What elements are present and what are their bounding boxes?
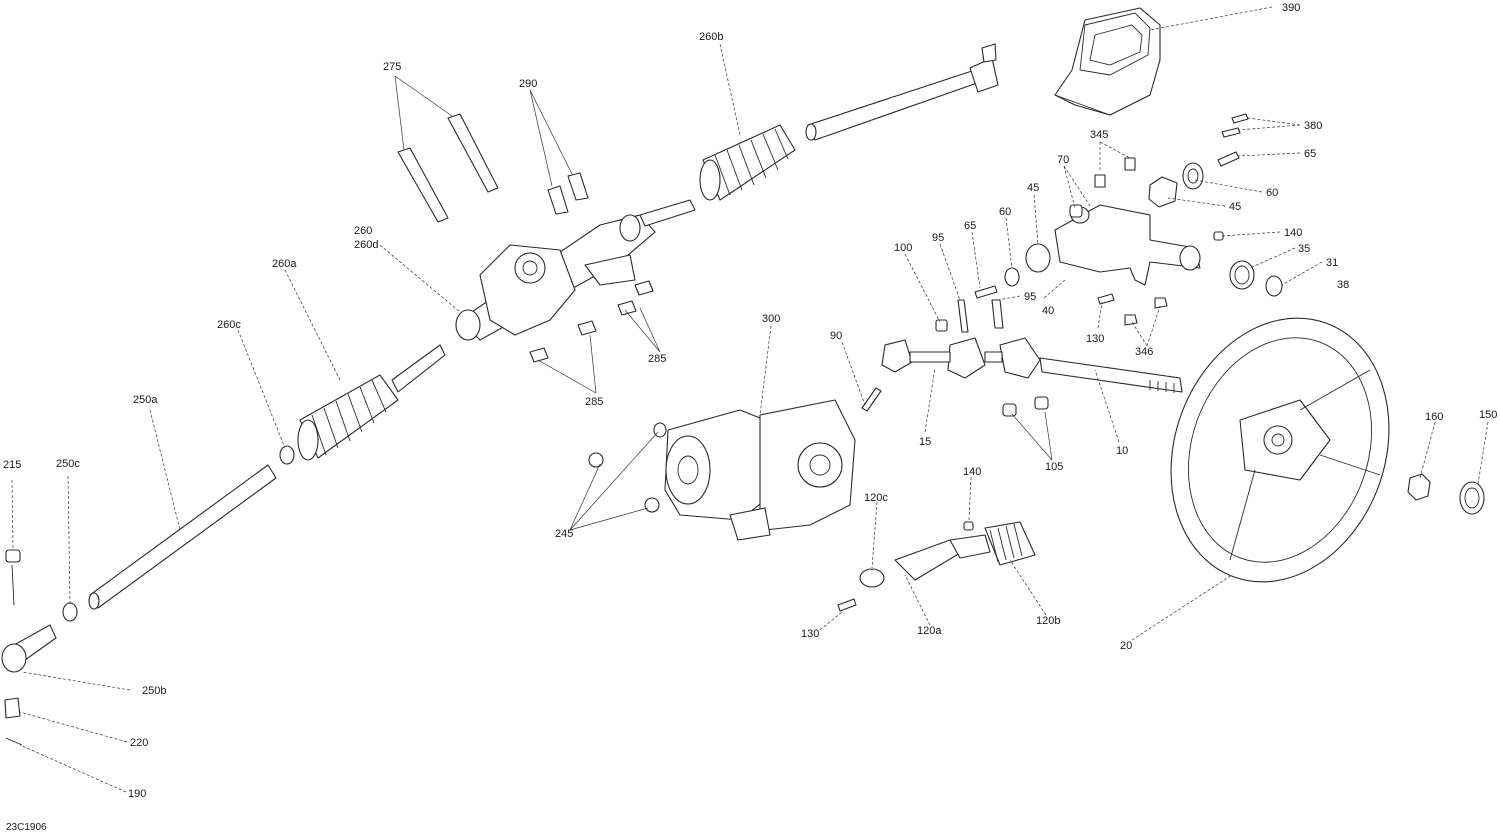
- callout-120c: 120c: [864, 492, 888, 504]
- callout-215: 215: [3, 459, 21, 471]
- part-15-universal-joint: [881, 337, 1041, 379]
- callout-45-left: 45: [1027, 182, 1039, 194]
- part-250b-tie-rod-end: [1, 602, 78, 673]
- part-95-100-bolts: [935, 285, 1004, 333]
- part-90-bolt: [861, 387, 882, 412]
- callout-190: 190: [128, 788, 146, 800]
- callout-40: 40: [1042, 305, 1054, 317]
- callout-100: 100: [894, 242, 912, 254]
- callout-220: 220: [130, 737, 148, 749]
- callout-290: 290: [519, 78, 537, 90]
- part-250a-tie-rod-left: [88, 464, 277, 610]
- part-20-steering-wheel: [1170, 317, 1390, 583]
- part-290-bolts: [547, 172, 589, 215]
- callout-160: 160: [1425, 411, 1443, 423]
- part-245-caps: [588, 422, 667, 513]
- callout-95-right: 95: [1024, 291, 1036, 303]
- callout-130-bottom: 130: [801, 628, 819, 640]
- callout-346: 346: [1135, 346, 1153, 358]
- callout-140-mid: 140: [963, 466, 981, 478]
- part-60-45-bushings: [1148, 162, 1204, 208]
- callout-250b: 250b: [142, 685, 166, 697]
- callout-90: 90: [830, 330, 842, 342]
- callout-65-left: 65: [964, 220, 976, 232]
- part-40-column-bracket: [1054, 204, 1201, 286]
- callout-260b: 260b: [699, 31, 723, 43]
- callout-60-right: 60: [1266, 187, 1278, 199]
- part-215-220-190-hardware: [4, 549, 23, 746]
- part-260b-boot: [699, 124, 796, 201]
- part-390-bracket: [1054, 7, 1161, 116]
- leader-lines: [11, 6, 1489, 793]
- callout-390: 390: [1282, 2, 1300, 14]
- callout-300: 300: [762, 313, 780, 325]
- callout-38: 38: [1337, 279, 1349, 291]
- callout-31: 31: [1326, 257, 1338, 269]
- part-35-31-rings: [1213, 231, 1283, 297]
- callout-150: 150: [1479, 409, 1497, 421]
- part-275-bolts: [397, 113, 499, 223]
- callout-35: 35: [1298, 243, 1310, 255]
- callout-20: 20: [1120, 640, 1132, 652]
- callout-15: 15: [919, 436, 931, 448]
- callout-260a: 260a: [272, 258, 297, 270]
- part-260b-tie-rod-right: [805, 43, 999, 141]
- callout-60-left: 60: [999, 206, 1011, 218]
- callout-245: 245: [555, 528, 573, 540]
- callout-140-right: 140: [1284, 227, 1302, 239]
- callout-260c: 260c: [217, 319, 241, 331]
- callout-345: 345: [1090, 129, 1108, 141]
- callout-65-right: 65: [1304, 148, 1316, 160]
- callout-285-right: 285: [648, 353, 666, 365]
- diagram-code: 23C1906: [6, 822, 47, 833]
- callout-260d: 260d: [354, 239, 378, 251]
- callout-95-left: 95: [932, 232, 944, 244]
- callout-260: 260: [354, 225, 372, 237]
- callout-285-left: 285: [585, 396, 603, 408]
- callout-380: 380: [1304, 120, 1322, 132]
- callout-250c: 250c: [56, 458, 80, 470]
- part-260-steering-rack: [455, 199, 696, 341]
- part-105-nuts: [1002, 396, 1049, 417]
- callout-120a: 120a: [917, 625, 942, 637]
- callout-275: 275: [383, 61, 401, 73]
- part-380-screws: [1217, 113, 1249, 167]
- callout-10: 10: [1116, 445, 1128, 457]
- callout-120b: 120b: [1036, 615, 1060, 627]
- part-300-eps-motor: [664, 399, 856, 541]
- part-260c-jam-nut: [279, 445, 295, 465]
- part-120-lower-shaft: [837, 521, 1036, 612]
- part-10-steering-shaft: [1039, 357, 1183, 393]
- part-345-346-fasteners: [1094, 157, 1168, 326]
- part-150-cap: [1459, 481, 1485, 515]
- callout-labels: 390 380 65 60 45 140 35 31 38 345 70 45 …: [3, 2, 1497, 800]
- callout-105: 105: [1045, 461, 1063, 473]
- callout-130-top: 130: [1086, 333, 1104, 345]
- callout-70: 70: [1057, 154, 1069, 166]
- part-285-bushings: [529, 280, 654, 363]
- callout-250a: 250a: [133, 394, 158, 406]
- part-260a-boot: [297, 344, 446, 461]
- part-160-nut: [1407, 473, 1431, 501]
- callout-45-right: 45: [1229, 201, 1241, 213]
